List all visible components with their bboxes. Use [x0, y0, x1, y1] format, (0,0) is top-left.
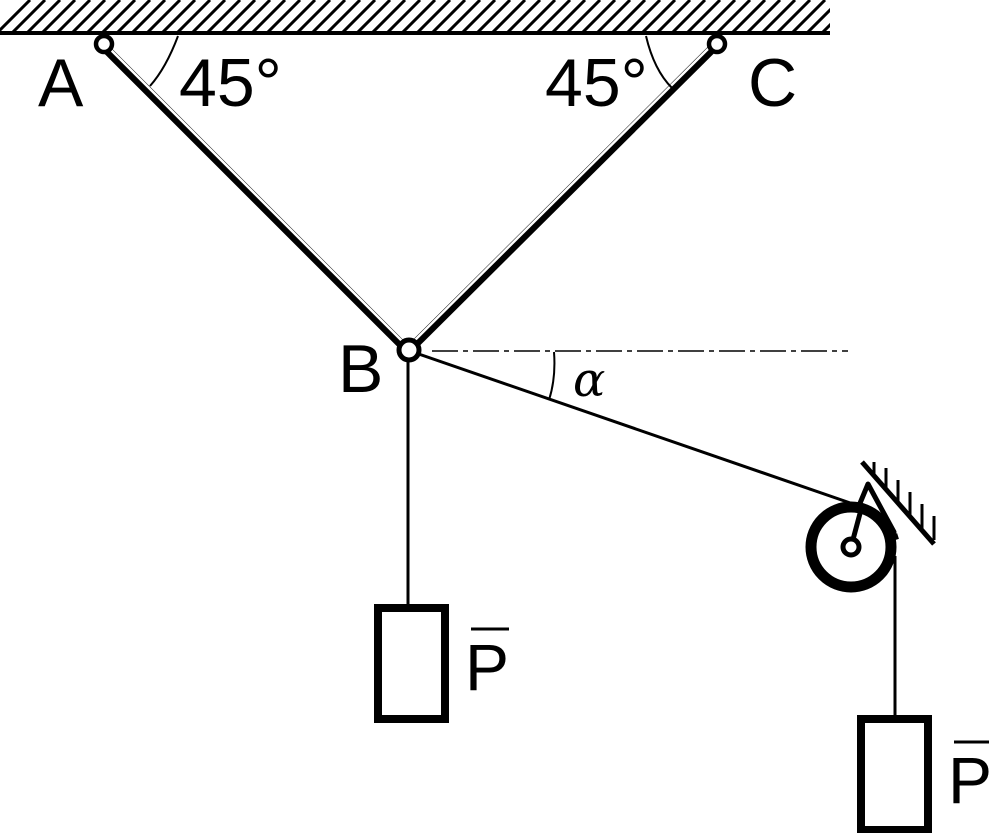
pin-b-icon: [396, 337, 422, 363]
label-weight-right: P: [948, 743, 992, 817]
pin-c-icon: [706, 33, 728, 55]
label-weight-left: P: [465, 630, 509, 704]
rod-ab: [99, 42, 411, 354]
label-angle-c: 45°: [545, 45, 648, 121]
label-c: C: [748, 45, 797, 121]
pulley-hub-icon: [840, 536, 862, 558]
label-b: B: [338, 331, 383, 407]
label-angle-a: 45°: [179, 45, 282, 121]
ceiling-support: [0, 0, 830, 35]
label-alpha: α: [573, 352, 605, 408]
rod-ab-inner: [104, 43, 410, 349]
rod-cb-inner: [406, 41, 716, 349]
weight-left: [374, 604, 449, 723]
weight-right: [857, 715, 932, 833]
ceiling-hatching: [0, 0, 830, 32]
label-a: A: [38, 45, 84, 121]
rope-b-to-pulley: [409, 349, 860, 508]
angle-arc-c: [645, 35, 673, 89]
pin-a-icon: [93, 33, 115, 55]
angle-arc-a: [149, 35, 179, 87]
angle-arc-alpha: [548, 351, 556, 401]
rod-cb: [405, 40, 721, 354]
wall-line: [860, 460, 936, 546]
